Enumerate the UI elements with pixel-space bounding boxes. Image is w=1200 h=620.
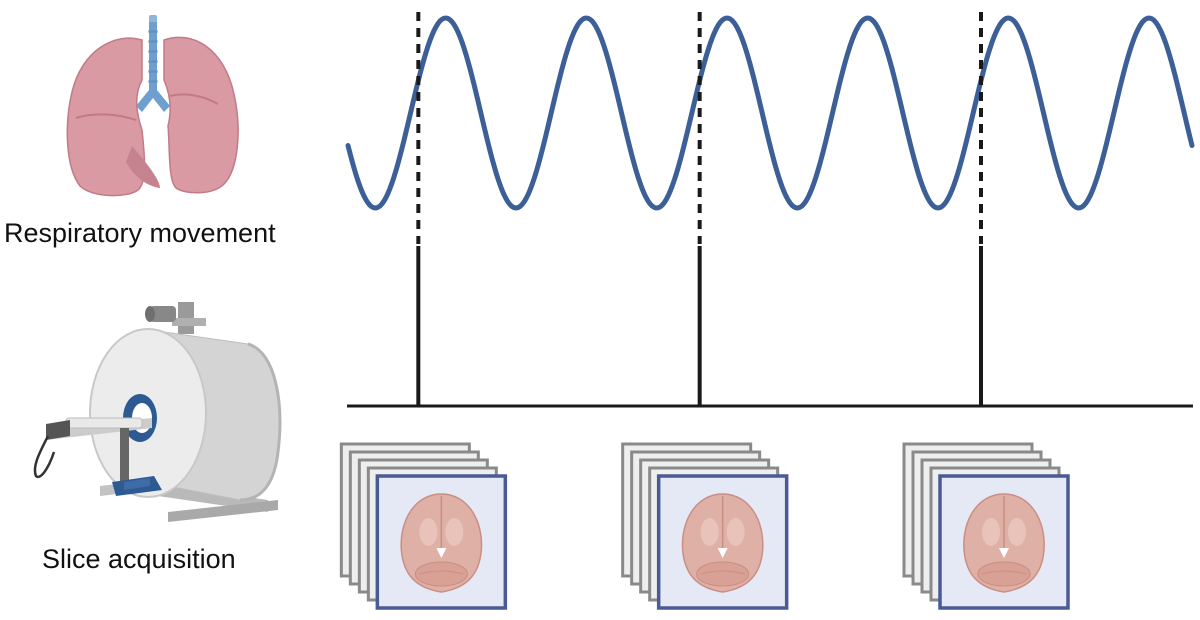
respiratory-waveform (345, 15, 1195, 211)
brain-slice-stack-icon (621, 442, 789, 610)
brain-icon (400, 493, 483, 593)
brain-icon (681, 493, 764, 593)
slice-acquisition-label: Slice acquisition (42, 544, 236, 574)
respiratory-movement-label: Respiratory movement (4, 218, 276, 248)
brain-icon (963, 493, 1045, 593)
brain-slice-stack-icon (902, 442, 1070, 610)
mri-scanner-icon (33, 302, 282, 522)
lungs-icon (66, 15, 239, 197)
brain-slice-stack-icon (339, 442, 508, 610)
